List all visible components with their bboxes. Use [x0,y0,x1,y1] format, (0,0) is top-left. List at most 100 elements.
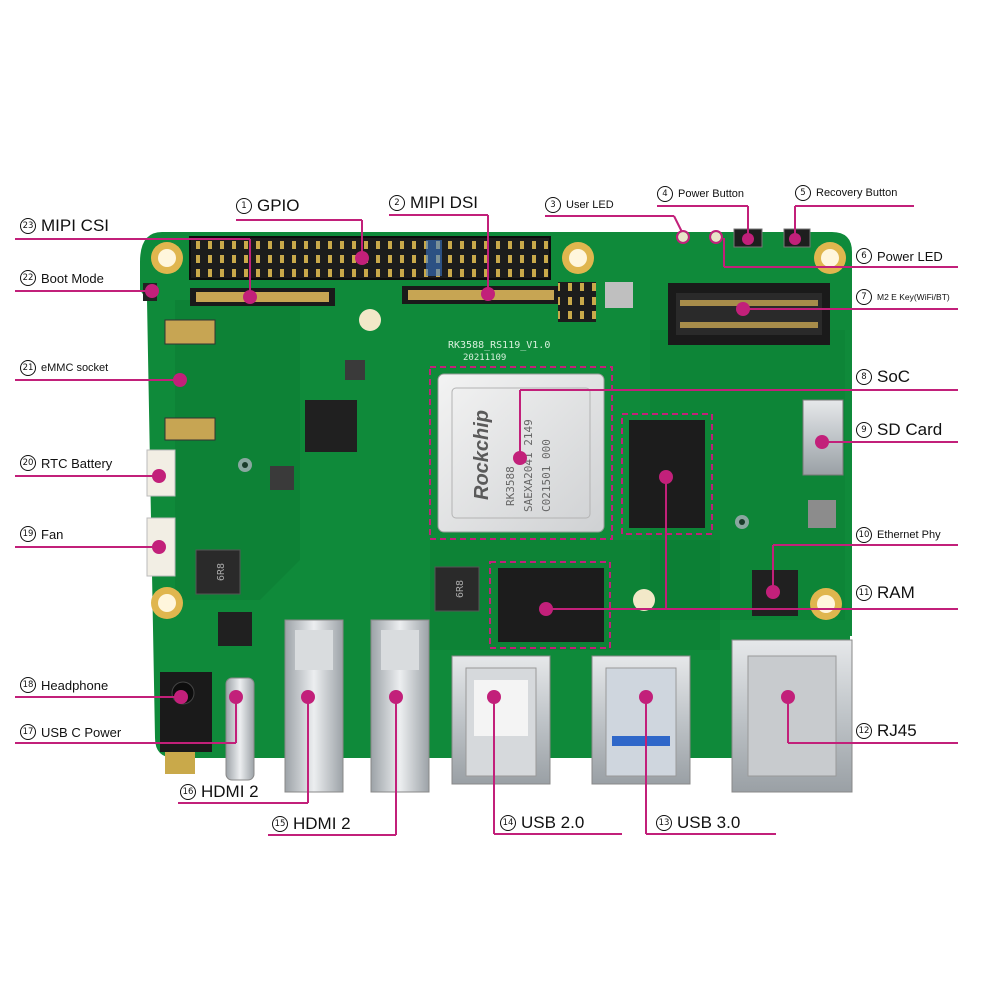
callout-dot-10 [766,585,780,599]
callout-number: 1 [236,198,252,214]
callout-dot-16 [301,690,315,704]
callout-text: eMMC socket [41,362,109,374]
usb-c-power-port [225,677,255,781]
callout-number: 8 [856,369,872,385]
callout-label-soc: 8 SoC [856,367,910,387]
callout-line-12 [787,697,958,744]
m2-e-key-slot [668,283,830,345]
callout-dot-6 [709,230,723,244]
callout-dot-8 [513,451,527,465]
callout-number: 5 [795,185,811,201]
callout-dot-17 [229,690,243,704]
callout-line-10 [772,544,958,592]
callout-text: M2 E Key(WiFi/BT) [877,292,950,302]
callout-label-mipi-dsi: 2 MIPI DSI [389,193,478,213]
hdmi-port [370,619,430,793]
callout-label-m2-e-key: 7 M2 E Key(WiFi/BT) [856,289,950,305]
callout-number: 16 [180,784,196,800]
callout-dot-20 [152,469,166,483]
callout-line-13 [645,697,776,835]
callout-dot-23 [243,290,257,304]
callout-dot-13 [639,690,653,704]
callout-line-17 [15,697,237,744]
component [605,282,633,308]
callout-dot-11b [659,470,673,484]
callout-text: USB 3.0 [677,813,741,832]
gpio-header [189,236,551,280]
callout-text: HDMI 2 [201,782,259,801]
fpc-connector [164,319,216,345]
callout-label-mipi-csi: 23 MIPI CSI [20,216,109,236]
callout-label-power-led: 6 Power LED [856,248,943,264]
mounting-hole [633,589,655,611]
callout-line-8 [519,389,958,458]
callout-dot-15 [389,690,403,704]
callout-dot-5 [789,233,801,245]
callout-number: 13 [656,815,672,831]
callout-line-15 [268,697,397,836]
callout-dot-3 [676,230,690,244]
callout-number: 3 [545,197,561,213]
callout-dot-2 [481,287,495,301]
callout-dot-19 [152,540,166,554]
callout-number: 19 [20,526,36,542]
ic-chip [808,500,836,528]
callout-number: 2 [389,195,405,211]
user-led [678,232,688,242]
rj45-port [731,639,853,793]
callout-label-boot-mode: 22 Boot Mode [20,270,104,286]
soc-model: RK3588 [504,466,517,506]
callout-dots [145,230,829,704]
callout-text: Fan [41,526,64,542]
callout-label-ram: 11 RAM [856,583,915,603]
usb-3-port [591,655,691,785]
callout-text: SD Card [877,420,943,439]
callout-text: RJ45 [877,721,917,740]
callout-text: USB 2.0 [521,813,585,832]
callout-dot-9 [815,435,829,449]
callout-label-rtc-battery: 20 RTC Battery [20,455,112,471]
callout-label-usb-2: 14 USB 2.0 [500,813,584,833]
callout-text: MIPI CSI [41,216,110,235]
fpc-connector [164,417,216,441]
inductor: 6R8 [195,549,241,595]
soc-brand: Rockchip [471,410,493,500]
power-led [711,232,721,242]
mounting-hole [359,309,381,331]
callout-label-emmc-socket: 21 eMMC socket [20,360,108,376]
callout-dot-22 [145,284,159,298]
callout-text: RTC Battery [41,455,113,471]
callout-label-fan: 19 Fan [20,526,63,542]
callout-text: Power Button [678,188,745,200]
callout-line-23 [15,238,251,297]
callout-number: 4 [657,186,673,202]
callout-line-6 [723,238,958,268]
callout-line-14 [493,697,622,835]
callout-line-2 [389,214,489,294]
callout-text: Recovery Button [816,187,898,199]
inductor-marking: 6R8 [455,580,466,598]
callout-label-headphone: 18 Headphone [20,677,108,693]
ic-chip [218,612,252,646]
callout-number: 23 [20,218,36,234]
jumper-header [558,282,596,322]
board-id-silkscreen: RK3588_RS119_V1.0 [448,340,550,351]
mipi-csi-connector [190,288,335,306]
callout-number: 21 [20,360,36,376]
usb-2-port [451,655,551,785]
callout-number: 14 [500,815,516,831]
callout-number: 9 [856,422,872,438]
ic-chip [345,360,365,380]
inductor-marking: 6R8 [216,563,227,581]
callout-line-16 [178,697,309,804]
soc-line3: C021501 000 [540,439,553,512]
board-date-silkscreen: 20211109 [463,353,506,363]
callout-text: MIPI DSI [410,193,479,212]
callout-label-usb-3: 13 USB 3.0 [656,813,740,833]
callout-text: Boot Mode [41,270,104,286]
callout-dot-21 [173,373,187,387]
callout-dot-4 [742,233,754,245]
callout-dot-1 [355,251,369,265]
callout-text: Power LED [877,248,943,264]
